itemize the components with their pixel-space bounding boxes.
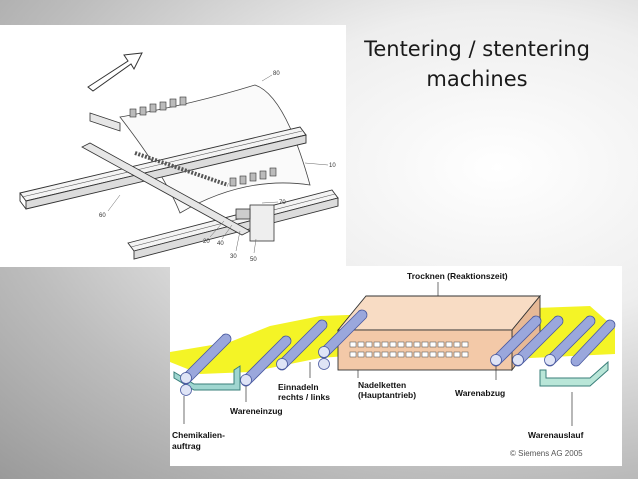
roller [570, 319, 616, 367]
label-fabric-takeoff: Warenabzug [455, 388, 505, 398]
label-needle-chains: Nadelketten [358, 380, 406, 390]
part-number-10: 10 [329, 163, 336, 169]
label-drying: Trocknen (Reaktionszeit) [407, 271, 508, 281]
part-number-20: 20 [203, 239, 210, 245]
drive-unit [235, 204, 275, 242]
roller-end-icon [180, 384, 192, 396]
roller-end-icon [318, 346, 330, 358]
label-chemical-1: Chemikalien- [172, 430, 225, 440]
part-number-30: 30 [230, 254, 237, 260]
label-chemical-2: auftrag [172, 441, 201, 451]
tenter-frame-svg: 80 10 70 60 20 40 30 50 [19, 52, 339, 263]
slide-title: Tentering / stentering machines [364, 37, 590, 91]
process-diagram: Trocknen (Reaktionszeit) Nadelketten (Ha… [170, 266, 622, 466]
dryer-box [337, 294, 541, 372]
roller-end-icon [318, 358, 330, 370]
label-fabric-infeed: Wareneinzug [230, 406, 283, 416]
chain-band [134, 151, 229, 187]
part-number-60: 60 [99, 213, 106, 219]
tenter-frame-drawing: 80 10 70 60 20 40 30 50 [0, 25, 346, 267]
left-rail [19, 126, 307, 210]
roller-end-icon [490, 354, 502, 366]
copyright-text: © Siemens AG 2005 [510, 449, 583, 458]
pin-clips [129, 96, 277, 187]
beam-block [89, 112, 121, 132]
roller-end-icon [180, 372, 192, 384]
label-fabric-outlet: Warenauslauf [528, 430, 584, 440]
direction-arrow-icon [87, 52, 143, 92]
label-pinning-2: rechts / links [278, 392, 330, 402]
label-pinning-1: Einnadeln [278, 382, 319, 392]
label-main-drive: (Hauptantrieb) [358, 390, 416, 400]
roller-end-icon [276, 358, 288, 370]
outlet-tray [539, 360, 609, 387]
roller-end-icon [512, 354, 524, 366]
part-number-40: 40 [217, 241, 224, 247]
roller-end-icon [240, 374, 252, 386]
roller-end-icon [544, 354, 556, 366]
part-number-50: 50 [250, 257, 257, 263]
part-number-80: 80 [273, 71, 280, 77]
part-number-70: 70 [279, 200, 286, 206]
process-diagram-svg: Trocknen (Reaktionszeit) Nadelketten (Ha… [170, 271, 616, 458]
chemical-bath [173, 365, 241, 391]
